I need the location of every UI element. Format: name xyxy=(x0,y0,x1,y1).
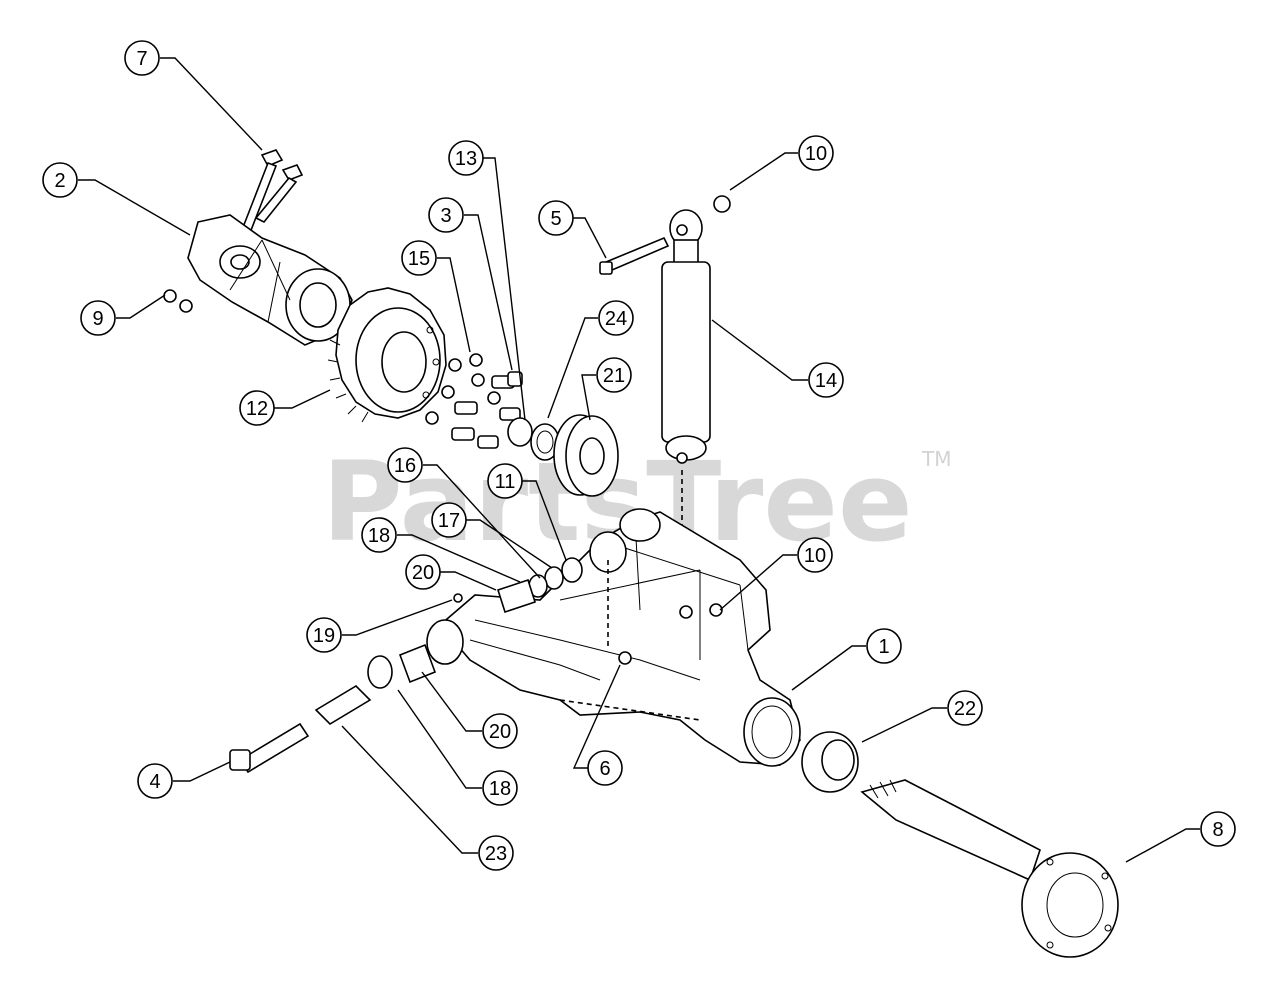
svg-text:18: 18 xyxy=(368,525,390,547)
svg-text:17: 17 xyxy=(438,510,460,532)
part-artwork xyxy=(163,149,1119,958)
callout-labels: 7 2 9 13 3 15 12 5 10 24 21 14 16 11 17 … xyxy=(42,40,1236,871)
washer-18 xyxy=(367,655,393,689)
callout-4[interactable]: 4 xyxy=(137,763,173,799)
watermark-trademark: TM xyxy=(921,447,951,471)
spacer-11 xyxy=(561,557,583,583)
bushing-upper xyxy=(496,578,537,614)
svg-text:9: 9 xyxy=(92,308,103,330)
callout-15[interactable]: 15 xyxy=(401,240,437,276)
callout-11[interactable]: 11 xyxy=(487,463,523,499)
top-nut xyxy=(713,195,731,213)
svg-text:19: 19 xyxy=(313,625,335,647)
svg-text:12: 12 xyxy=(246,398,268,420)
callout-23[interactable]: 23 xyxy=(478,835,514,871)
svg-text:5: 5 xyxy=(550,208,561,230)
bearing xyxy=(553,414,619,497)
snap-ring xyxy=(507,417,533,447)
bushing-20 xyxy=(426,619,464,665)
svg-text:8: 8 xyxy=(1212,819,1223,841)
callout-7[interactable]: 7 xyxy=(124,40,160,76)
svg-text:23: 23 xyxy=(485,843,507,865)
bearing-22 xyxy=(801,731,859,793)
svg-text:21: 21 xyxy=(603,365,625,387)
svg-text:24: 24 xyxy=(605,308,627,330)
callout-5[interactable]: 5 xyxy=(538,200,574,236)
svg-text:11: 11 xyxy=(495,471,516,493)
callout-3[interactable]: 3 xyxy=(428,197,464,233)
svg-text:10: 10 xyxy=(804,545,826,567)
svg-text:13: 13 xyxy=(455,148,477,170)
svg-text:15: 15 xyxy=(408,248,430,270)
svg-text:2: 2 xyxy=(54,170,65,192)
svg-text:14: 14 xyxy=(815,370,837,392)
svg-text:4: 4 xyxy=(149,771,160,793)
svg-text:16: 16 xyxy=(394,455,416,477)
ring-gear xyxy=(327,287,447,423)
callout-1[interactable]: 1 xyxy=(866,628,902,664)
callout-13[interactable]: 13 xyxy=(448,140,484,176)
callout-10-right[interactable]: 10 xyxy=(797,537,833,573)
callout-18-upper[interactable]: 18 xyxy=(361,517,397,553)
callout-8[interactable]: 8 xyxy=(1200,811,1236,847)
leader-lines xyxy=(78,57,1200,863)
callout-10-top[interactable]: 10 xyxy=(798,135,834,171)
callout-12[interactable]: 12 xyxy=(239,390,275,426)
callout-18-lower[interactable]: 18 xyxy=(482,770,518,806)
svg-text:20: 20 xyxy=(489,721,511,743)
callout-16[interactable]: 16 xyxy=(387,447,423,483)
svg-text:1: 1 xyxy=(878,636,889,658)
shock-absorber xyxy=(661,209,711,565)
svg-text:18: 18 xyxy=(489,778,511,800)
svg-text:10: 10 xyxy=(805,143,827,165)
callout-19[interactable]: 19 xyxy=(306,617,342,653)
sleeve-23 xyxy=(314,684,372,726)
svg-text:20: 20 xyxy=(412,562,434,584)
svg-text:3: 3 xyxy=(440,205,451,227)
swing-arm xyxy=(438,508,801,767)
callout-6[interactable]: 6 xyxy=(587,750,623,786)
callout-17[interactable]: 17 xyxy=(431,502,467,538)
callout-24[interactable]: 24 xyxy=(598,300,634,336)
bolt-pair-7 xyxy=(238,149,304,240)
callout-20-lower[interactable]: 20 xyxy=(482,713,518,749)
callout-21[interactable]: 21 xyxy=(596,357,632,393)
svg-text:22: 22 xyxy=(954,698,976,720)
callout-14[interactable]: 14 xyxy=(808,362,844,398)
shock-pin xyxy=(604,236,670,271)
hardware-cluster xyxy=(425,353,523,449)
gearbox-housing xyxy=(163,214,353,346)
callout-2[interactable]: 2 xyxy=(42,162,78,198)
svg-text:7: 7 xyxy=(136,48,147,70)
callout-9[interactable]: 9 xyxy=(80,300,116,336)
callout-20-upper[interactable]: 20 xyxy=(405,554,441,590)
axle-shaft xyxy=(860,779,1119,958)
svg-text:6: 6 xyxy=(599,758,610,780)
callout-22[interactable]: 22 xyxy=(947,690,983,726)
